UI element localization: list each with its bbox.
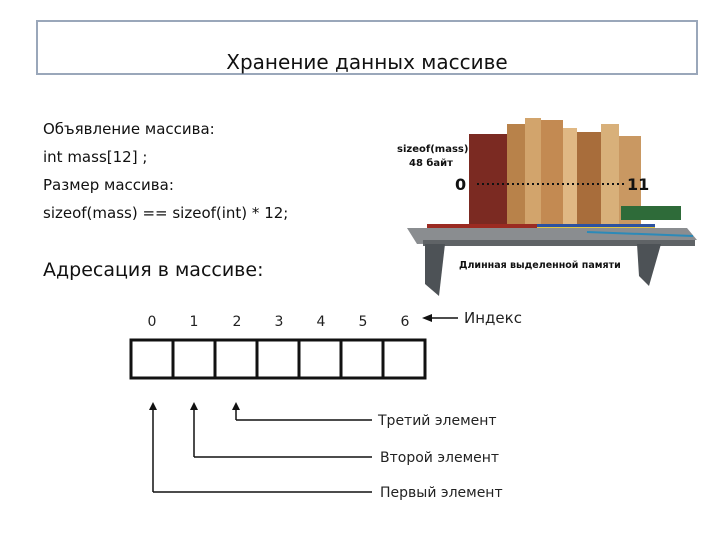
index-number: 5 (359, 314, 368, 330)
end-index-label: 11 (627, 175, 649, 194)
pointer-label: Первый элемент (380, 485, 503, 501)
book-green-flat (621, 206, 681, 220)
book-tan-6 (601, 124, 619, 234)
slide-title: Хранение данных массиве (226, 50, 508, 74)
start-index-label: 0 (455, 175, 466, 194)
index-number: 1 (190, 314, 199, 330)
shelf-edge (423, 240, 695, 246)
pointer-arrow-head (232, 402, 240, 410)
text-line-size-label: Размер массива: (43, 176, 174, 194)
pointer-arrow-head (190, 402, 198, 410)
index-arrow-head (422, 314, 432, 322)
array-cells (129, 338, 427, 380)
array-cell (339, 338, 385, 380)
bytes-label: 48 байт (409, 157, 453, 169)
slide-title-box: Хранение данных массиве (36, 20, 698, 75)
addressing-heading: Адресация в массиве: (43, 259, 264, 281)
pointer-second-element: Второй элемент (190, 402, 499, 466)
text-line-size-code: sizeof(mass) == sizeof(int) * 12; (43, 204, 289, 222)
array-diagram-svg: 0 1 2 3 4 5 6 Индекс Третий элемент (129, 309, 522, 501)
index-number: 4 (317, 314, 326, 330)
memory-guide-line (586, 231, 694, 237)
index-number: 6 (401, 314, 410, 330)
text-line-declaration-label: Объявление массива: (43, 120, 215, 138)
pointer-label: Второй элемент (380, 450, 499, 466)
index-number: 0 (148, 314, 157, 330)
sizeof-label: sizeof(mass) (397, 144, 468, 155)
array-cell (129, 338, 175, 380)
book-tan-3 (541, 120, 563, 234)
book-tan-4 (563, 128, 577, 234)
shelf-bracket-right (637, 244, 661, 286)
index-number: 3 (275, 314, 284, 330)
memory-caption: Длинная выделенной памяти (459, 260, 621, 271)
text-line-declaration-code: int mass[12] ; (43, 148, 148, 166)
array-cell (171, 338, 217, 380)
pointer-first-element: Первый элемент (149, 402, 503, 501)
index-number: 2 (233, 314, 242, 330)
shelf-bracket-left (425, 244, 445, 296)
bookshelf-svg: sizeof(mass) 48 байт 0 11 Длинная выделе… (397, 118, 697, 296)
index-label: Индекс (464, 309, 522, 327)
array-cell (381, 338, 427, 380)
pointer-label: Третий элемент (377, 413, 497, 429)
bookshelf-illustration: sizeof(mass) 48 байт 0 11 Длинная выделе… (387, 106, 705, 306)
book-tan-1 (507, 124, 525, 234)
book-tan-2 (525, 118, 541, 234)
array-cell (213, 338, 259, 380)
pointer-arrow-head (149, 402, 157, 410)
array-diagram: 0 1 2 3 4 5 6 Индекс Третий элемент (118, 300, 538, 510)
pointer-third-element: Третий элемент (232, 402, 497, 429)
array-cell (297, 338, 343, 380)
array-cell (255, 338, 301, 380)
index-row: 0 1 2 3 4 5 6 (148, 314, 410, 330)
